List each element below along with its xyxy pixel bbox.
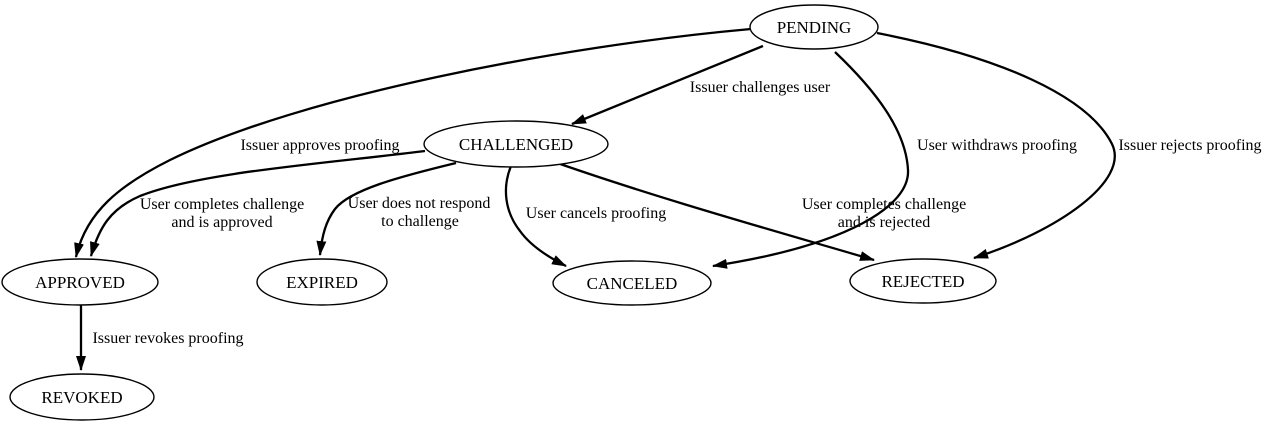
rejected-ellipse — [849, 258, 997, 304]
canceled-ellipse — [552, 260, 712, 306]
approved-label: APPROVED — [35, 273, 125, 292]
edge-label-issuer-revokes-proofing: Issuer revokes proofing — [92, 330, 243, 347]
expired-ellipse — [256, 258, 388, 306]
edge-challenged-canceled — [504, 165, 567, 268]
node-challenged: CHALLENGED — [423, 120, 609, 168]
edge-label-user-completes-challenge-approved: User completes challenge and is approved — [140, 196, 304, 231]
expired-label: EXPIRED — [286, 273, 358, 292]
node-revoked: REVOKED — [9, 373, 155, 421]
edge-labels-layer: Issuer challenges user Issuer approves p… — [92, 79, 1261, 347]
edge-label-line: User does not respond — [348, 195, 491, 212]
edge-label-issuer-approves-proofing: Issuer approves proofing — [240, 137, 399, 154]
node-rejected: REJECTED — [849, 258, 997, 304]
edge-label-line: and is approved — [171, 214, 272, 231]
edge-pending-approved — [74, 27, 752, 258]
edge-label-user-withdraws-proofing: User withdraws proofing — [917, 137, 1077, 154]
node-canceled: CANCELED — [552, 260, 712, 306]
approved-ellipse — [1, 258, 159, 306]
edge-label-user-completes-challenge-rejected: User completes challenge and is rejected — [802, 196, 966, 231]
edges-layer — [74, 27, 1116, 371]
node-expired: EXPIRED — [256, 258, 388, 306]
edge-label-line: User completes challenge — [140, 196, 304, 213]
edge-challenged-expired — [316, 161, 457, 256]
revoked-label: REVOKED — [41, 388, 122, 407]
nodes-layer: PENDING CHALLENGED APPROVED EXPIRED CANC… — [1, 4, 997, 421]
edge-label-user-cancels-proofing: User cancels proofing — [526, 205, 666, 222]
node-pending: PENDING — [749, 4, 879, 50]
edge-pending-canceled — [712, 51, 910, 269]
revoked-ellipse — [9, 373, 155, 421]
challenged-ellipse — [423, 120, 609, 168]
pending-ellipse — [749, 4, 879, 50]
edge-label-line: and is rejected — [838, 214, 930, 231]
pending-label: PENDING — [777, 18, 852, 37]
edge-label-line: to challenge — [381, 213, 459, 230]
rejected-label: REJECTED — [881, 272, 964, 291]
edge-challenged-approved — [89, 149, 426, 257]
edge-challenged-rejected — [545, 157, 875, 262]
canceled-label: CANCELED — [587, 274, 678, 293]
edge-label-user-does-not-respond: User does not respond to challenge — [348, 195, 491, 230]
node-approved: APPROVED — [1, 258, 159, 306]
edge-label-issuer-challenges-user: Issuer challenges user — [690, 79, 831, 96]
edge-label-line: User completes challenge — [802, 196, 966, 213]
edge-label-issuer-rejects-proofing: Issuer rejects proofing — [1118, 137, 1261, 154]
challenged-label: CHALLENGED — [459, 135, 573, 154]
edge-pending-rejected — [876, 31, 1116, 260]
edge-pending-challenged — [571, 44, 764, 126]
